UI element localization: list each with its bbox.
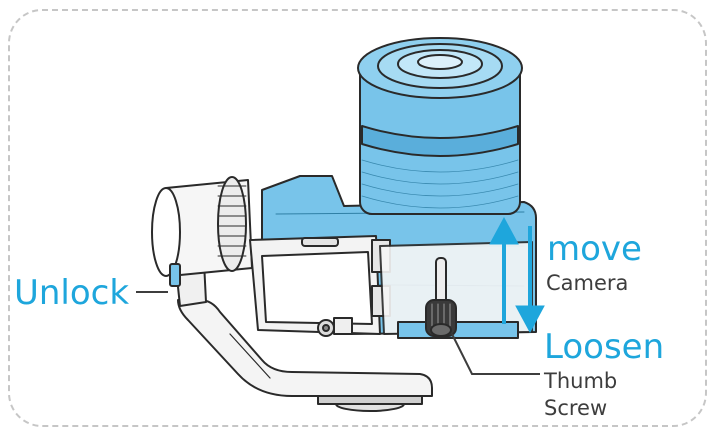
camera-label: Camera xyxy=(546,273,628,294)
loosen-label: Loosen xyxy=(544,330,664,364)
motor-ring xyxy=(218,177,246,271)
motor-face xyxy=(152,188,180,276)
lock-tab xyxy=(170,264,180,286)
move-label: move xyxy=(547,232,642,266)
thumb-screw-callout-line xyxy=(452,334,540,374)
screw-label: Screw xyxy=(544,398,607,419)
thumb-label: Thumb xyxy=(544,371,617,392)
unlock-label: Unlock xyxy=(14,276,129,310)
